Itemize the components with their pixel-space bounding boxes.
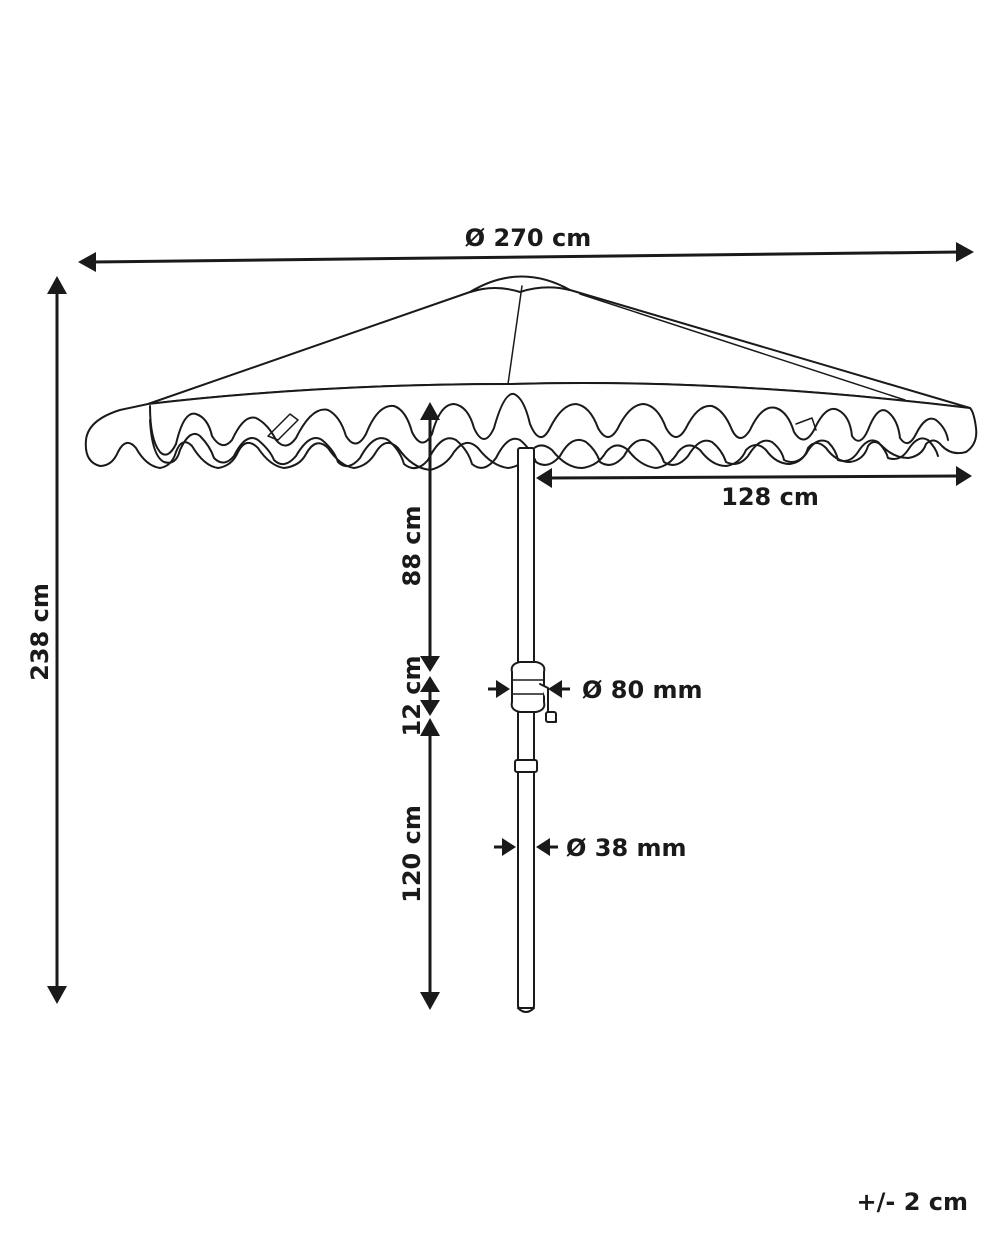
umbrella-canopy: [84, 275, 978, 471]
pole-diameter-label: Ø 38 mm: [566, 834, 687, 862]
canopy-diameter-label: Ø 270 cm: [465, 224, 591, 252]
crank-section-dimension: 12 cm: [398, 656, 440, 737]
pole-joint: [514, 759, 538, 773]
crank-mechanism: [510, 661, 557, 723]
crank-diameter-label: Ø 80 mm: [582, 676, 703, 704]
crank-diameter-dimension: Ø 80 mm: [488, 676, 703, 704]
total-height-dimension: 238 cm: [26, 276, 67, 1004]
crank-section-label: 12 cm: [398, 656, 426, 737]
canopy-radius-label: 128 cm: [721, 483, 819, 511]
tolerance-note: +/- 2 cm: [857, 1188, 968, 1216]
canopy-to-crank-dimension: 88 cm: [398, 402, 440, 672]
lower-pole-dimension: 120 cm: [398, 718, 440, 1010]
pole-diameter-dimension: Ø 38 mm: [494, 834, 687, 862]
canopy-radius-dimension: 128 cm: [536, 466, 972, 511]
umbrella-pole: [514, 447, 538, 1013]
canopy-diameter-dimension: Ø 270 cm: [78, 224, 974, 272]
lower-pole-label: 120 cm: [398, 805, 426, 903]
canopy-to-crank-label: 88 cm: [398, 506, 426, 587]
total-height-label: 238 cm: [26, 583, 54, 681]
